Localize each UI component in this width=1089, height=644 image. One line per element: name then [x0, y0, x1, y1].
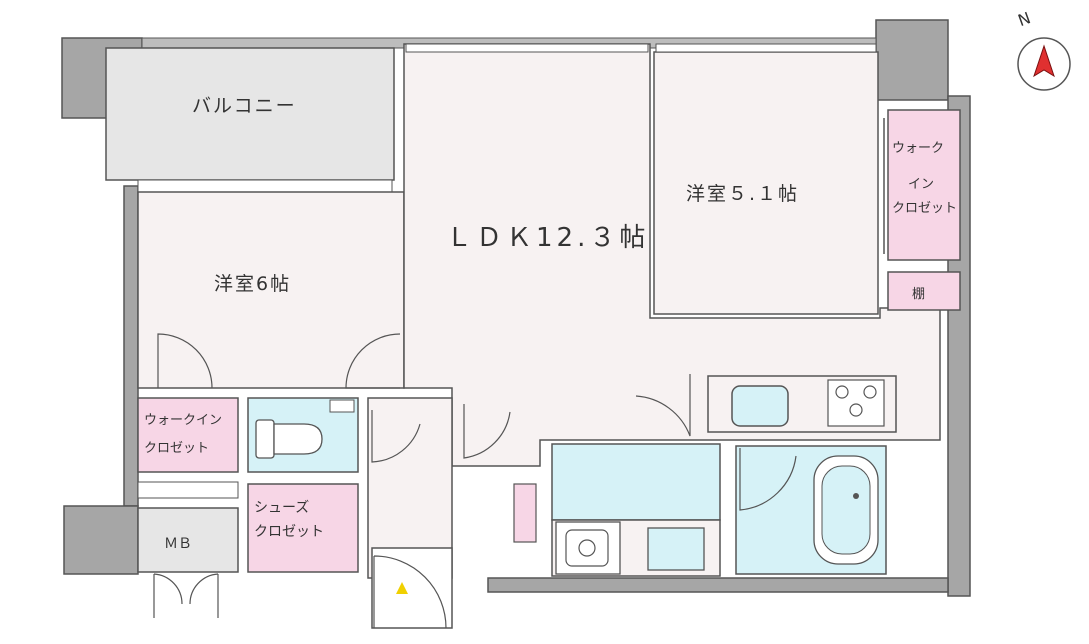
toilet-washbasin: [329, 399, 355, 413]
door-western-6: [157, 333, 213, 389]
door-mb-left: [153, 573, 183, 618]
shoes-closet-label-1: シューズ: [254, 500, 309, 516]
room-ldk: [403, 43, 941, 467]
balcony-label: バルコニー: [192, 95, 297, 117]
mb-shelf-strip: [137, 481, 239, 499]
door-bathroom: [739, 448, 797, 511]
wall-column-top-right: [875, 19, 949, 101]
ldk-window: [405, 43, 649, 53]
shelf: [887, 271, 961, 311]
entrance-door-swing: [373, 555, 447, 629]
door-toilet: [371, 410, 421, 463]
compass: N: [1015, 8, 1071, 91]
entrance-storage: [513, 483, 537, 543]
wic-right-label-3: クロゼット: [892, 201, 957, 216]
room-western-5-1-window: [655, 43, 877, 53]
door-ldk-hall: [463, 404, 511, 459]
mb-label: ＭＢ: [164, 536, 192, 552]
door-swings: [153, 333, 797, 618]
door-washroom: [635, 374, 691, 437]
entrance-mark-icon: [396, 582, 408, 594]
wic-right: [887, 109, 961, 261]
washing-machine-pan: [555, 521, 621, 575]
toilet-icon: [255, 419, 323, 459]
balcony-area: [105, 47, 395, 181]
shelf-label: 棚: [912, 287, 925, 302]
wic-left-label-1: ウォークイン: [144, 413, 222, 428]
bathtub-inner: [821, 465, 871, 555]
balcony-window: [137, 179, 393, 193]
stove: [827, 379, 885, 427]
wall-bottom-right: [487, 577, 949, 593]
shoes-closet-label-2: クロゼット: [254, 524, 324, 540]
mb-room: [137, 507, 239, 573]
room-ldk-label: ＬＤＫ12.３帖: [446, 223, 649, 253]
stove-burners-icon: [835, 385, 877, 417]
kitchen-sink: [731, 385, 789, 427]
door-western-6-ldk: [345, 333, 401, 389]
wic-right-label-1: ウォーク: [892, 141, 944, 156]
room-western-6: [137, 191, 405, 389]
room-western-6-label: 洋室6帖: [214, 273, 291, 295]
wall-column-bottom-left: [63, 505, 139, 575]
compass-north-label: N: [1015, 8, 1033, 30]
room-western-5-1: [653, 51, 879, 315]
washroom: [551, 443, 721, 521]
room-western-5-1-label: 洋室５.１帖: [686, 183, 799, 205]
vanity-basin: [647, 527, 705, 571]
bathtub-drain-icon: [853, 493, 859, 499]
wall-left: [123, 185, 139, 507]
compass-arrow-icon: [1033, 44, 1055, 78]
outer-walls: [61, 19, 971, 597]
wic-left-label-2: クロゼット: [144, 441, 209, 456]
shoes-closet: [247, 483, 359, 573]
door-mb-right: [189, 573, 219, 618]
wic-right-label-2: イン: [908, 177, 934, 192]
entrance: [371, 547, 453, 629]
washing-machine-drain-icon: [565, 529, 609, 567]
wic-left: [137, 397, 239, 473]
